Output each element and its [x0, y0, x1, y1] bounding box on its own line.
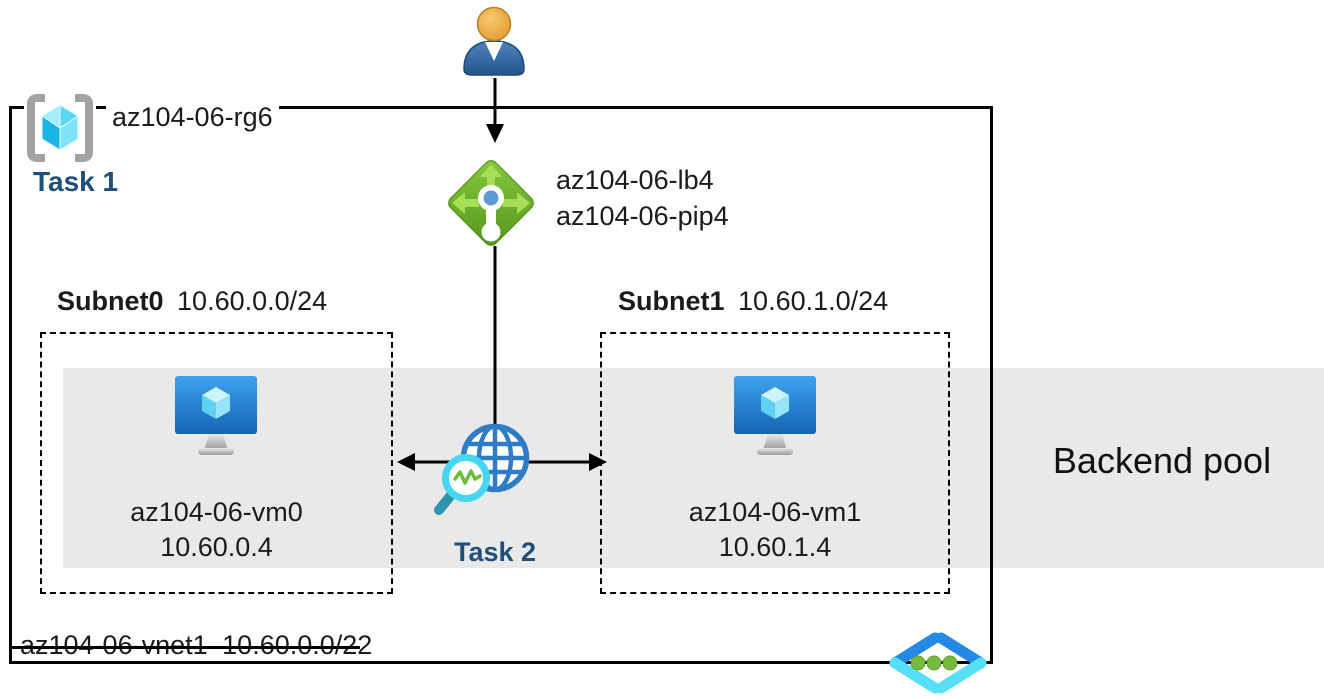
vm1-name: az104-06-vm1 [688, 497, 862, 527]
subnet1-cidr: 10.60.1.0/24 [738, 286, 889, 316]
vm0-monitor-icon [175, 376, 257, 455]
backend-pool-band [63, 368, 1324, 568]
task2-label: Task 2 [453, 537, 537, 567]
subnet0-name: Subnet0 [57, 286, 164, 316]
resource-group-box [9, 106, 993, 664]
subnet0-cidr: 10.60.0.0/24 [177, 286, 328, 316]
vm0-ip: 10.60.0.4 [160, 532, 273, 562]
magnifier-pulse-icon [434, 454, 490, 515]
task1-label: Task 1 [33, 166, 119, 197]
subnet0-box [40, 332, 393, 594]
backend-pool-label: Backend pool [1052, 440, 1272, 481]
vnet-cidr: 10.60.0.0/22 [222, 630, 373, 660]
user-icon [463, 6, 525, 76]
vnet-label: az104-06-vnet1 10.60.0.0/22 [20, 630, 372, 661]
subnet0-heading: Subnet0 10.60.0.0/24 [57, 286, 327, 317]
vm0-name: az104-06-vm0 [130, 497, 303, 527]
vm1-ip: 10.60.1.4 [718, 532, 832, 562]
subnet1-box [600, 332, 950, 594]
code-brackets-icon [889, 632, 987, 694]
vnet-name: az104-06-vnet1 [20, 630, 208, 660]
load-balancer-name: az104-06-lb4 [556, 165, 714, 195]
vm1-monitor-icon [734, 376, 816, 455]
load-balancer-icon [448, 160, 534, 246]
vnet-strikethrough-line [12, 646, 360, 649]
resource-group-brackets-icon [24, 92, 96, 164]
public-ip-name: az104-06-pip4 [556, 201, 729, 231]
resource-group-name: az104-06-rg6 [106, 102, 279, 133]
subnet1-name: Subnet1 [618, 286, 725, 316]
subnet1-heading: Subnet1 10.60.1.0/24 [618, 286, 888, 317]
